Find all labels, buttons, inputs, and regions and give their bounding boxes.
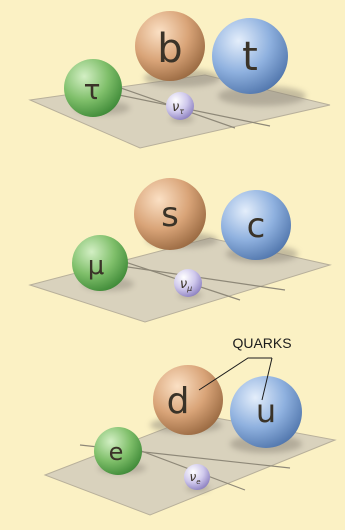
bottom-quark-symbol: b: [157, 26, 182, 72]
tau-lepton-symbol: τ: [84, 73, 101, 106]
neutrino-subscript: τ: [179, 107, 184, 116]
strange-quark-symbol: s: [161, 195, 179, 235]
neutrino-nu: ν: [172, 100, 179, 115]
generation-1-group: d u e νe QUARKS: [45, 335, 335, 515]
electron-neutrino-ball: [184, 464, 210, 490]
generation-2-group: s c μ νμ: [30, 178, 330, 322]
up-quark-symbol: u: [256, 392, 276, 430]
muon-lepton-symbol: μ: [88, 251, 105, 281]
down-quark-symbol: d: [167, 381, 190, 422]
neutrino-nu: ν: [180, 277, 187, 292]
top-quark-symbol: t: [242, 34, 258, 80]
electron-lepton-symbol: e: [109, 438, 124, 466]
generation-3-group: b t τ ντ: [30, 11, 330, 148]
neutrino-subscript: e: [196, 478, 200, 486]
charm-quark-symbol: c: [247, 206, 266, 246]
quarks-label: QUARKS: [232, 335, 291, 351]
neutrino-subscript: μ: [186, 284, 192, 293]
